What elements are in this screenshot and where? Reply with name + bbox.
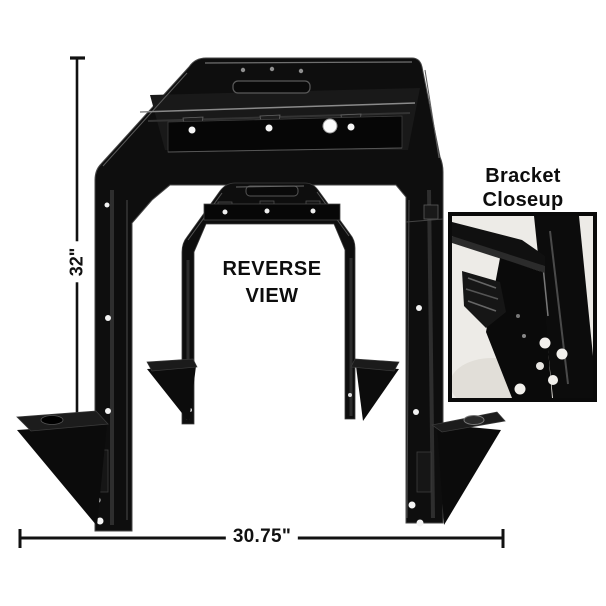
bracket-closeup-label-line1: Bracket (485, 165, 561, 187)
main-frame-photo (16, 57, 506, 532)
width-dimension-label: 30.75" (225, 526, 299, 548)
bracket-closeup-inset (448, 212, 597, 402)
reverse-view-label-line2: VIEW (245, 285, 299, 307)
reverse-view-photo (146, 182, 400, 425)
reverse-view-label-line1: REVERSE (222, 258, 322, 280)
height-dimension-line (70, 56, 85, 417)
reverse-left-bracket (146, 358, 198, 422)
bracket-closeup-photo (452, 216, 593, 398)
left-mounting-bracket (16, 410, 109, 526)
height-dimension-label: 32" (66, 241, 88, 283)
bracket-closeup-label: Bracket Closeup (483, 164, 564, 212)
right-mounting-bracket (431, 411, 506, 525)
reverse-right-bracket (350, 358, 400, 421)
bracket-closeup-label-line2: Closeup (482, 189, 564, 211)
reverse-view-label: REVERSE VIEW (222, 256, 321, 310)
